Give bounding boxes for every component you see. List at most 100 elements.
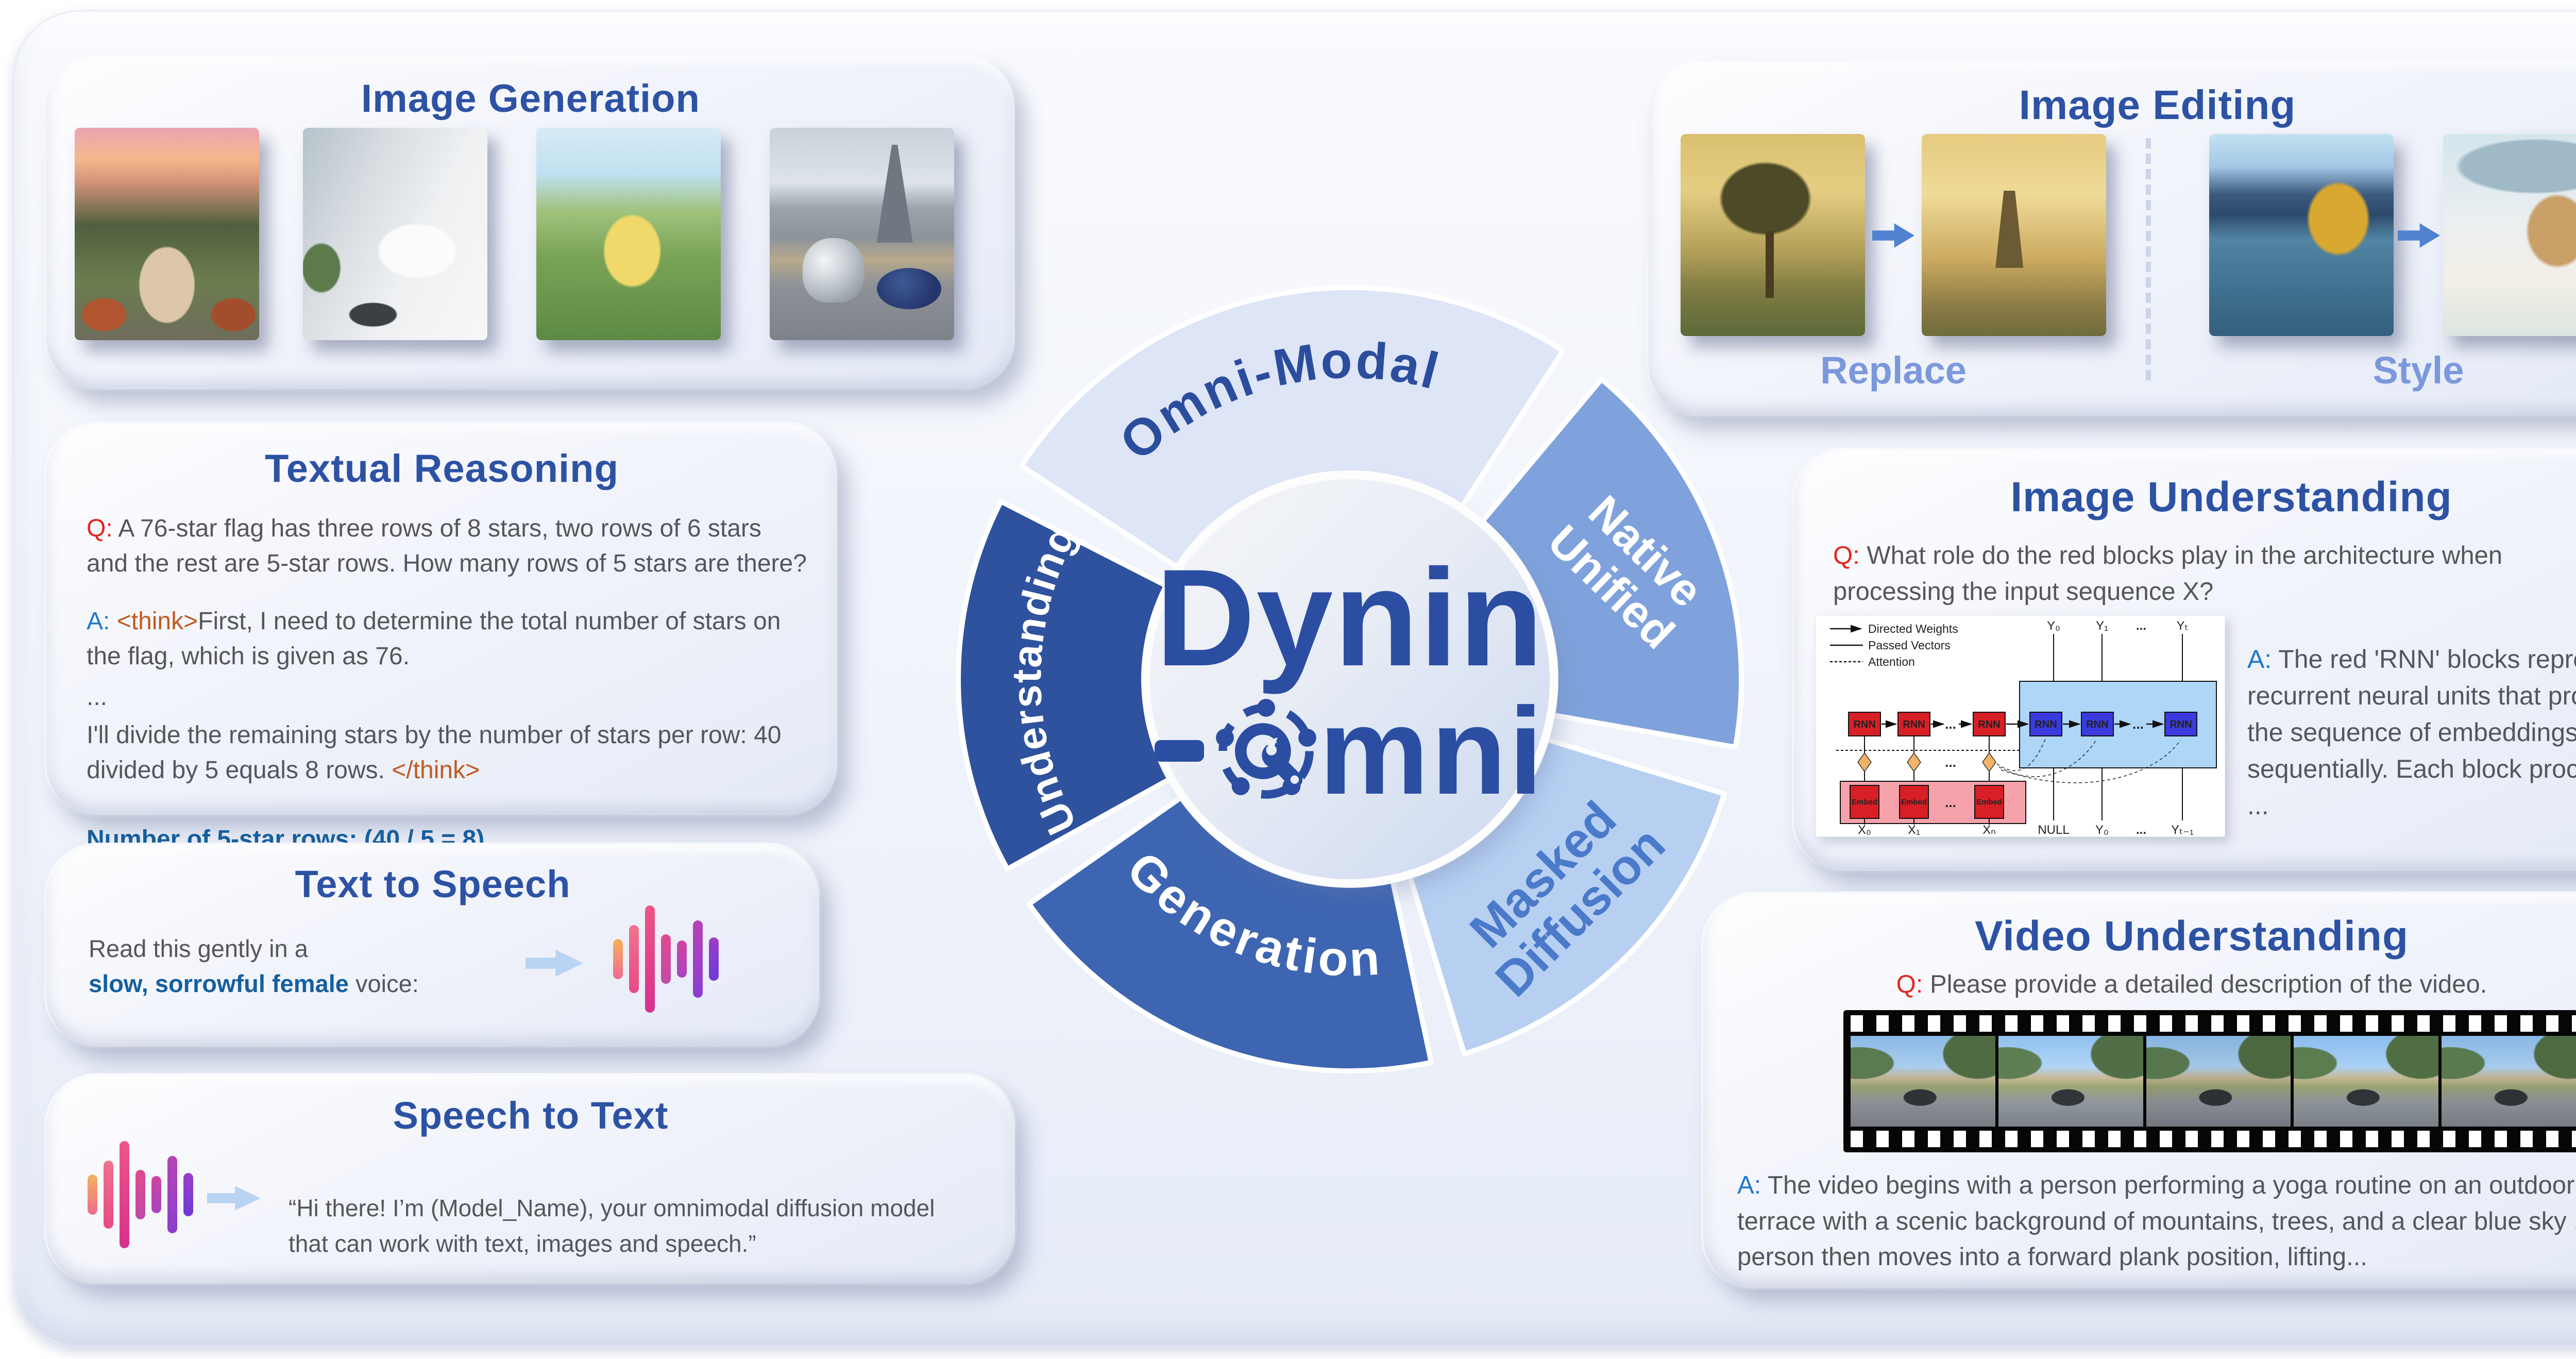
stt-transcript: “Hi there! I’m (Model_Name), your omnimo… — [289, 1195, 935, 1257]
q-label: Q: — [1896, 970, 1923, 998]
embed-row-dots: ... — [1945, 795, 1956, 810]
top-label-y0: Y₀ — [2047, 619, 2060, 633]
replace-label: Replace — [1820, 349, 1967, 392]
video-filmstrip — [1843, 1010, 2576, 1152]
rnn-row-dots: ... — [1945, 716, 1956, 732]
question-body: What role do the red blocks play in the … — [1833, 542, 2503, 606]
a-label: A: — [1737, 1171, 1761, 1199]
bottom-label-xn: Xₙ — [1982, 823, 1996, 837]
top-label-yt: Yₜ — [2176, 619, 2188, 633]
model-name: Dynin — [1155, 540, 1545, 695]
question-body: Please provide a detailed description of… — [1929, 970, 2487, 998]
ring-segment-masked-diffusion — [1407, 736, 1727, 1056]
model-name-suffix-row: mni — [1155, 689, 1545, 813]
q-label: Q: — [1833, 542, 1860, 569]
windmill-shape — [1995, 190, 2024, 268]
text-to-speech-panel: Text to Speech Read this gently in a slo… — [46, 845, 819, 1047]
gear-wrench-o-icon — [1216, 698, 1317, 799]
capability-ring: Omni-Modal Generation Understanding Nati… — [955, 285, 1744, 1074]
image-editing-panel: Image Editing Replace Style — [1649, 61, 2576, 416]
embed-box-label: Embed — [1901, 798, 1927, 807]
video-frames — [1851, 1036, 2576, 1127]
image-generation-panel: Image Generation — [46, 56, 1015, 390]
windmill-painting-photo — [1922, 134, 2106, 336]
image-understanding-question: Q: What role do the red blocks play in t… — [1833, 538, 2576, 610]
audio-waveform-icon — [88, 1141, 193, 1248]
legend-directed-weights: Directed Weights — [1868, 622, 1958, 635]
answer-part2-line: I'll divide the remaining stars by the n… — [87, 718, 808, 788]
rnn-row-dots: ... — [2132, 716, 2144, 732]
a-label: A: — [2247, 645, 2272, 674]
eiffel-tower-shape — [876, 144, 913, 243]
kettle-shape — [803, 238, 865, 303]
lake-autumn-tree-photo — [2209, 134, 2394, 336]
tree-painting-photo — [1681, 134, 1865, 336]
question-text: Q: A 76-star flag has three rows of 8 st… — [87, 511, 808, 581]
yoga-pose-frame — [2294, 1036, 2439, 1127]
tts-prompt: Read this gently in a slow, sorrowful fe… — [89, 931, 419, 1001]
image-understanding-answer: A: The red 'RNN' blocks represent recurr… — [2247, 641, 2576, 824]
think-close-tag: </think> — [392, 756, 480, 784]
image-understanding-panel: Image Understanding Q: What role do the … — [1794, 449, 2576, 871]
bottom-label-x0: X₀ — [1858, 823, 1871, 837]
bottom-label-x1: X₁ — [1908, 823, 1920, 837]
answer-think-open: A: <think>First, I need to determine the… — [87, 604, 808, 674]
tts-prompt-suffix: voice: — [348, 970, 419, 998]
embed-box-label: Embed — [1852, 798, 1877, 807]
model-logo-circle: Dynin mni — [1150, 479, 1550, 879]
tts-voice-style: slow, sorrowful female — [89, 970, 349, 998]
image-editing-title: Image Editing — [2019, 82, 2296, 128]
q-label: Q: — [87, 515, 113, 542]
ring-segment-generation — [1026, 795, 1434, 1074]
answer-part1: First, I need to determine the total num… — [87, 608, 781, 670]
logo-dash — [1155, 740, 1205, 762]
top-label-y1: Y₁ — [2096, 619, 2108, 633]
rnn-architecture-diagram: Directed Weights Passed Vectors Attentio… — [1815, 615, 2226, 837]
rnn-diagram-svg: Directed Weights Passed Vectors Attentio… — [1815, 615, 2226, 837]
yoga-pose-frame — [1851, 1036, 1995, 1127]
tts-prompt-line2: slow, sorrowful female voice: — [89, 966, 419, 1001]
textual-reasoning-panel: Textual Reasoning Q: A 76-star flag has … — [46, 424, 837, 853]
answer-part2: I'll divide the remaining stars by the n… — [87, 721, 782, 784]
ring-segment-native-unified — [1480, 376, 1744, 750]
legend-attention: Attention — [1868, 655, 1915, 668]
bottom-label-yt1: Yₜ₋₁ — [2171, 823, 2194, 837]
rnn-box-label: RNN — [2170, 719, 2192, 730]
answer-body: The video begins with a person performin… — [1737, 1171, 2576, 1271]
rnn-box-label: RNN — [1903, 719, 1925, 730]
yoga-pose-frame — [2442, 1036, 2576, 1127]
rnn-box-label: RNN — [2035, 719, 2057, 730]
right-arrow-icon — [1872, 223, 1914, 248]
image-understanding-title: Image Understanding — [2010, 474, 2452, 521]
tree-trunk-shape — [1765, 231, 1774, 298]
video-understanding-title: Video Understanding — [1974, 913, 2409, 960]
text-to-speech-title: Text to Speech — [295, 863, 571, 905]
tts-prompt-line1: Read this gently in a — [89, 935, 308, 962]
filmstrip-sprockets — [1851, 1131, 2576, 1147]
right-arrow-icon — [207, 1186, 261, 1211]
style-label: Style — [2372, 349, 2464, 392]
embed-box-label: Embed — [1976, 798, 2002, 807]
yellow-rabbit-red-glasses-meadow-photo — [536, 128, 721, 340]
right-arrow-icon — [526, 949, 583, 977]
a-label: A: — [87, 608, 110, 635]
video-understanding-question: Q: Please provide a detailed description… — [1703, 970, 2576, 999]
video-understanding-panel: Video Understanding Q: Please provide a … — [1703, 894, 2576, 1288]
question-body: A 76-star flag has three rows of 8 stars… — [87, 515, 807, 578]
ellipsis-line: ... — [87, 683, 108, 711]
textual-reasoning-body: Q: A 76-star flag has three rows of 8 st… — [87, 511, 808, 862]
window-sill-pillow-binoculars-photo — [303, 128, 487, 340]
rnn-box-label: RNN — [1978, 719, 2000, 730]
image-generation-title: Image Generation — [361, 77, 700, 121]
attention-row-dots: ... — [1945, 754, 1956, 770]
yoga-pose-frame — [2146, 1036, 2291, 1127]
ring-segment-understanding — [955, 498, 1173, 872]
audio-waveform-icon — [613, 905, 719, 1013]
yoga-pose-frame — [1998, 1036, 2143, 1127]
bottom-label-dots: ... — [2136, 823, 2146, 837]
top-label-dots: ... — [2136, 619, 2146, 633]
filmstrip-sprockets — [1851, 1015, 2576, 1032]
rnn-box-label: RNN — [2086, 719, 2108, 730]
right-arrow-icon — [2398, 223, 2440, 248]
